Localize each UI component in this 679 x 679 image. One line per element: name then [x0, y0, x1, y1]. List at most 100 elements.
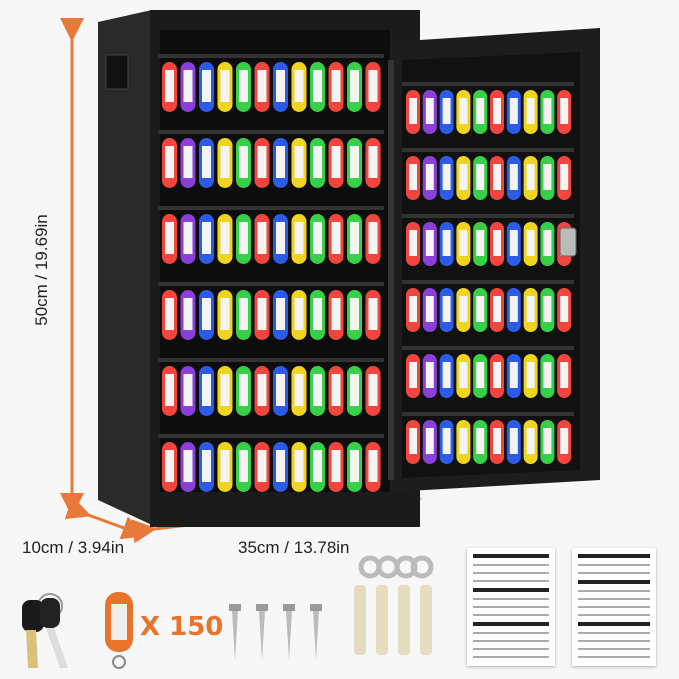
tag-label-window: [276, 146, 285, 178]
keys-image: [22, 593, 68, 668]
tag-label-window: [276, 70, 285, 102]
tag-label-window: [459, 98, 468, 124]
tag-label-window: [459, 230, 468, 256]
tag-label-window: [459, 164, 468, 190]
tag-label-window: [257, 298, 267, 330]
manual-page-2: [572, 548, 656, 666]
tag-label-window: [368, 298, 378, 330]
tag-label-window: [294, 70, 304, 102]
tag-label-window: [526, 230, 535, 256]
tag-label-window: [509, 230, 518, 256]
wall-anchor: [420, 585, 432, 655]
tag-label-window: [493, 98, 501, 124]
tag-label-window: [220, 450, 230, 482]
hook-rail: [158, 206, 384, 210]
washer: [376, 555, 400, 579]
tag-label-window: [202, 222, 211, 254]
side-handle: [105, 54, 129, 90]
tag-label-window: [409, 296, 417, 322]
tag-label-window: [220, 298, 230, 330]
tag-label-window: [294, 298, 304, 330]
tag-label-window: [202, 146, 211, 178]
tag-label-window: [257, 450, 267, 482]
tag-label-window: [543, 98, 552, 124]
tag-label-window: [459, 362, 468, 388]
tag-label-window: [476, 362, 485, 388]
manual-page-1: [467, 548, 555, 666]
tag-label-window: [509, 296, 518, 322]
tag-label-window: [165, 222, 174, 254]
tag-label-window: [442, 296, 451, 322]
tag-label-window: [442, 164, 451, 190]
tag-label-window: [368, 450, 378, 482]
tag-label-window: [183, 374, 193, 406]
door-lock[interactable]: [559, 227, 577, 257]
tag-label-window: [560, 362, 569, 388]
tag-label-window: [493, 362, 501, 388]
screw: [310, 604, 322, 611]
hook-rail: [402, 148, 574, 152]
tag-label-window: [239, 222, 248, 254]
tag-label-window: [202, 374, 211, 406]
tag-label-window: [476, 296, 485, 322]
tag-label-window: [425, 428, 434, 454]
tag-label-window: [543, 428, 552, 454]
tag-label-window: [350, 450, 359, 482]
tag-label-window: [257, 374, 267, 406]
tag-label-window: [442, 230, 451, 256]
tag-label-window: [165, 450, 174, 482]
tag-label-window: [509, 362, 518, 388]
tag-label-window: [276, 298, 285, 330]
tag-label-window: [183, 70, 193, 102]
screw: [256, 604, 268, 611]
tag-label-window: [165, 70, 174, 102]
cabinet-side: [98, 10, 152, 525]
tag-label-window: [257, 146, 267, 178]
tag-label-window: [493, 428, 501, 454]
tag-label-window: [409, 362, 417, 388]
tag-label-window: [239, 298, 248, 330]
tag-label-window: [509, 98, 518, 124]
tag-label-window: [442, 428, 451, 454]
screw-shaft: [232, 611, 238, 660]
tag-label-window: [331, 374, 341, 406]
hook-rail: [402, 82, 574, 86]
tag-label-window: [183, 222, 193, 254]
tag-label-window: [543, 230, 552, 256]
hook-rail: [158, 358, 384, 362]
tag-label-window: [526, 362, 535, 388]
hook-rail: [158, 434, 384, 438]
tag-label-window: [165, 146, 174, 178]
tag-label-window: [294, 374, 304, 406]
tag-label-window: [313, 222, 322, 254]
tag-label-window: [239, 70, 248, 102]
key-tag-image: [105, 592, 133, 669]
tag-label-window: [220, 146, 230, 178]
wall-anchor: [354, 585, 366, 655]
tag-label-window: [476, 428, 485, 454]
tag-label-window: [294, 146, 304, 178]
tag-label-window: [526, 428, 535, 454]
screw: [283, 604, 295, 611]
tag-label-window: [313, 70, 322, 102]
height-dimension-label: 50cm / 19.69in: [32, 214, 51, 326]
tag-label-window: [476, 164, 485, 190]
tag-label-window: [476, 98, 485, 124]
hook-rail: [402, 412, 574, 416]
tag-label-window: [183, 450, 193, 482]
tag-label-window: [165, 298, 174, 330]
tag-label-window: [239, 146, 248, 178]
tag-label-window: [409, 164, 417, 190]
tag-label-window: [560, 296, 569, 322]
washer: [358, 555, 382, 579]
tag-label-window: [368, 146, 378, 178]
tag-label-window: [294, 222, 304, 254]
tag-label-window: [493, 230, 501, 256]
tag-label-window: [442, 362, 451, 388]
tag-label-window: [350, 374, 359, 406]
tag-label-window: [459, 428, 468, 454]
tag-label-window: [543, 362, 552, 388]
tag-label-window: [331, 70, 341, 102]
tag-label-window: [368, 222, 378, 254]
